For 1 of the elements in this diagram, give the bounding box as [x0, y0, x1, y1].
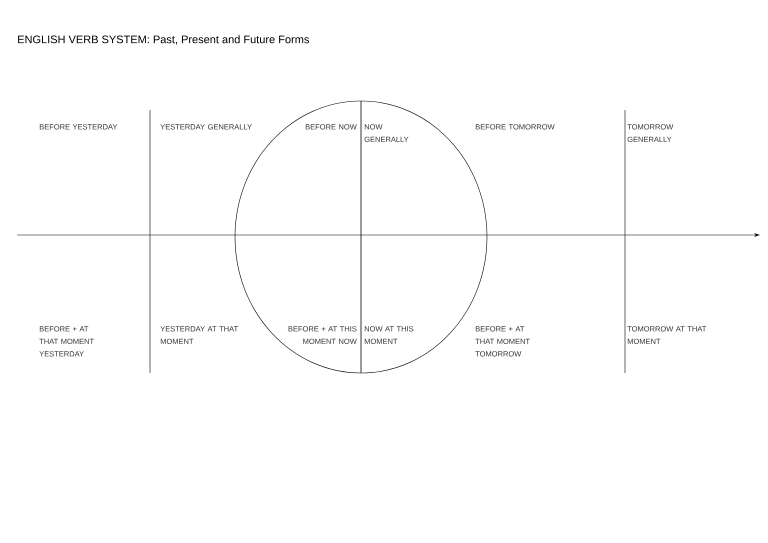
title: ENGLISH VERB SYSTEM: Past, Present and Future Forms	[18, 35, 309, 45]
